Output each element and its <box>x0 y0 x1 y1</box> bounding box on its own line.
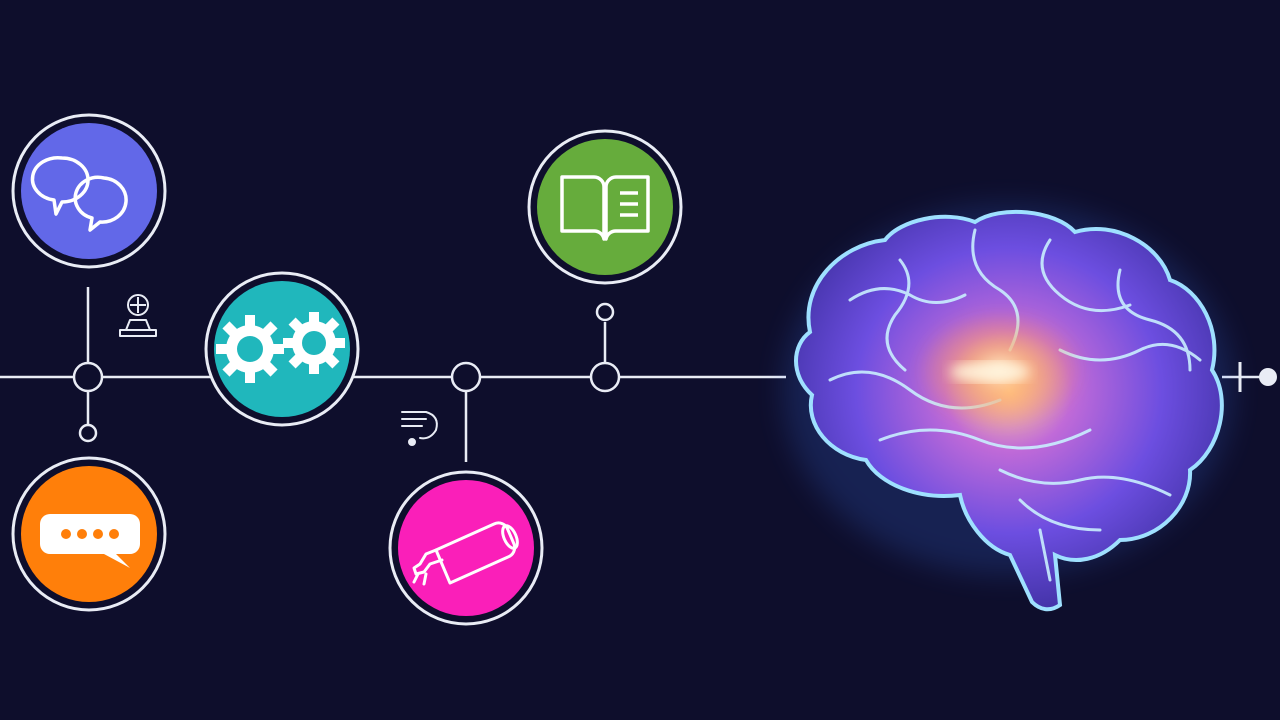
robotic-hand-icon <box>412 521 519 586</box>
junction-node-2 <box>450 361 482 393</box>
gears-icon <box>216 312 345 383</box>
message-node <box>11 456 167 612</box>
open-book-icon <box>560 175 650 241</box>
timeline-end-marker <box>1238 362 1277 392</box>
small-junction-1 <box>78 423 98 443</box>
chat-bubbles-icon <box>30 155 128 232</box>
chat-node <box>11 113 167 269</box>
junction-node-1 <box>72 361 104 393</box>
message-dots-icon <box>40 514 140 568</box>
gears-node <box>204 271 360 427</box>
book-node <box>527 129 683 285</box>
small-junction-3 <box>595 302 615 322</box>
person-stamp-icon <box>119 294 157 337</box>
feather-quill-icon <box>401 411 438 446</box>
glowing-brain-illustration <box>783 205 1233 612</box>
hand-node <box>388 470 544 626</box>
junction-node-3 <box>589 361 621 393</box>
